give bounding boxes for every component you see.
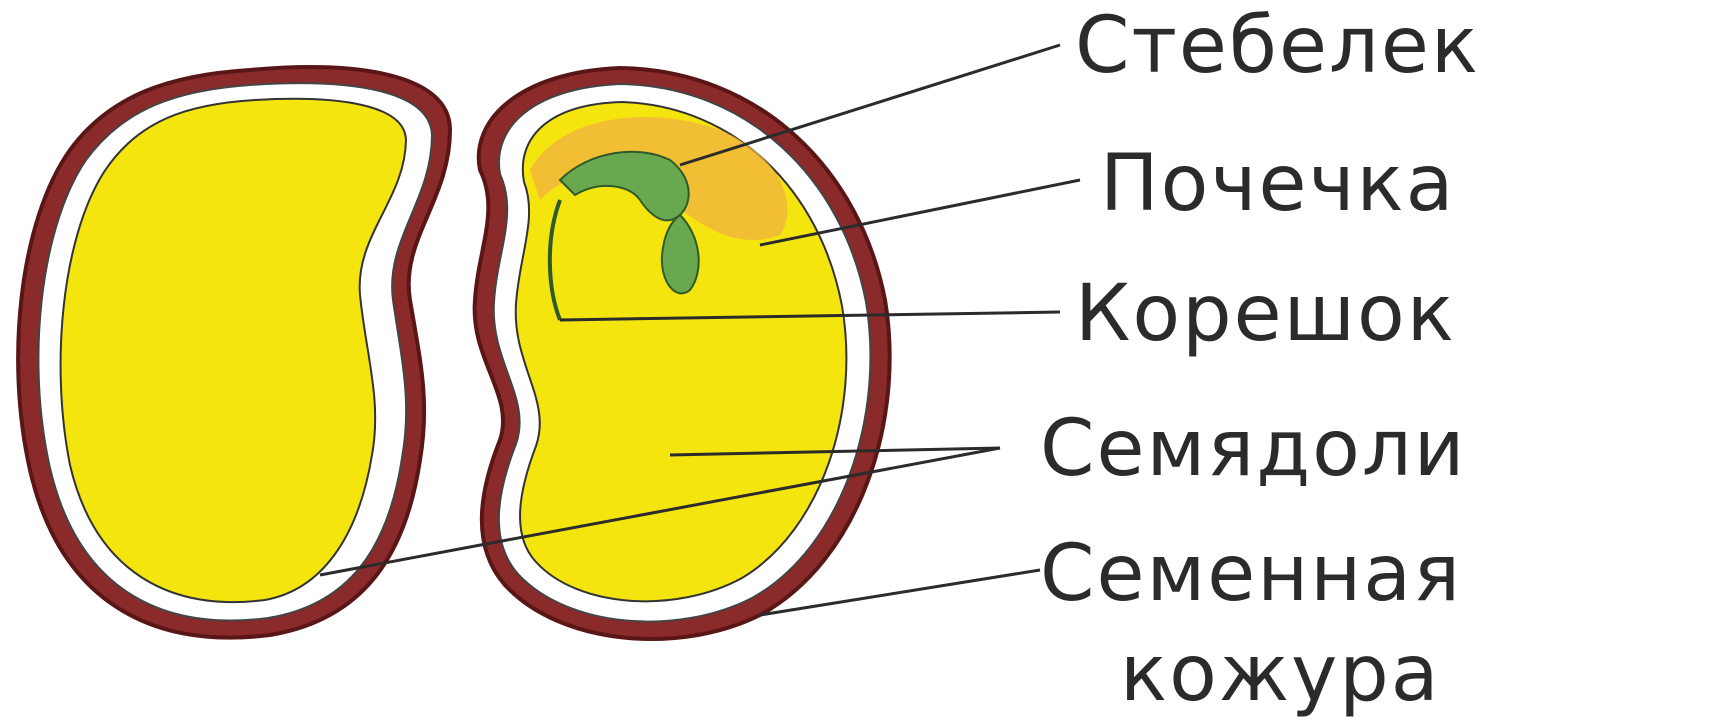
label-bud: Почечка bbox=[1100, 139, 1455, 229]
label-seed-coat-line1: Семенная bbox=[1040, 529, 1462, 619]
labels: Стебелек Почечка Корешок Семядоли Семенн… bbox=[1040, 1, 1480, 719]
label-cotyledons: Семядоли bbox=[1040, 404, 1466, 494]
label-seed-coat-line2: кожура bbox=[1120, 629, 1441, 719]
label-root: Корешок bbox=[1075, 269, 1456, 359]
left-seed-half bbox=[18, 67, 450, 637]
label-stem: Стебелек bbox=[1075, 1, 1480, 91]
right-seed-half bbox=[475, 68, 890, 639]
